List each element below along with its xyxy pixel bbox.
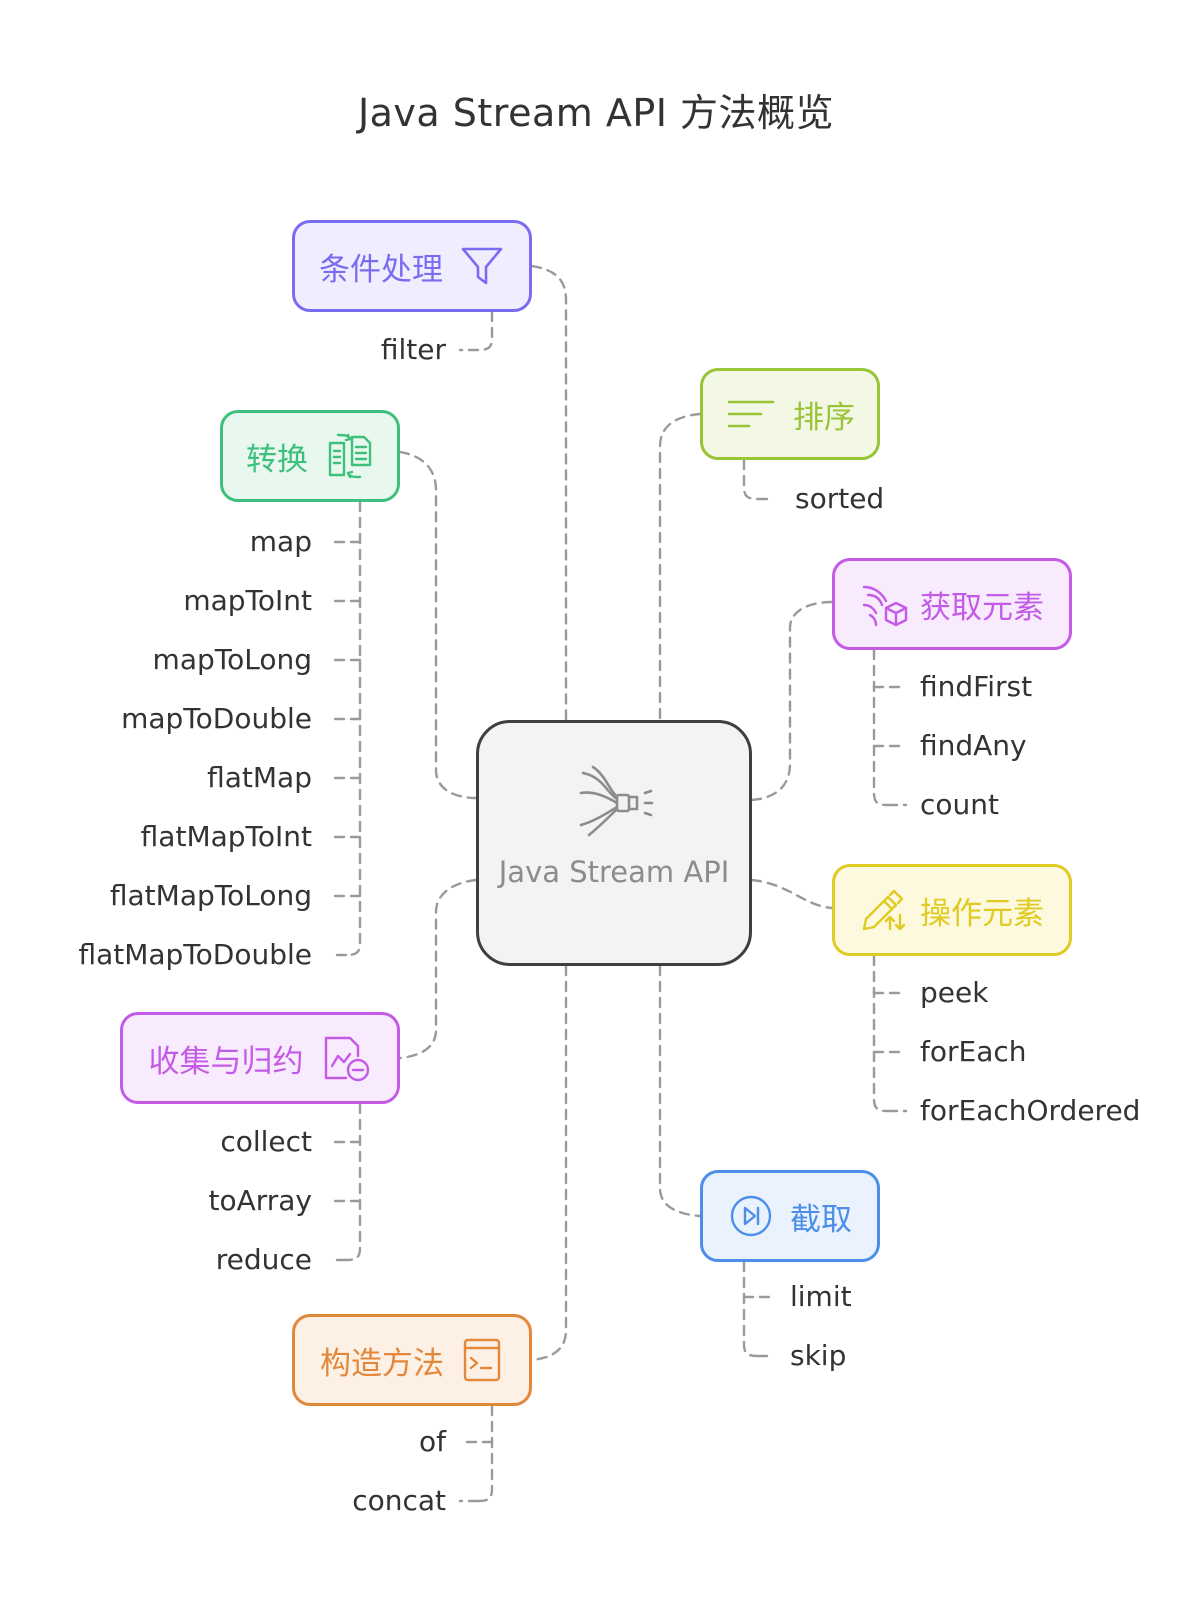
leaf-flatMapToInt: flatMapToInt (140, 820, 312, 853)
connector-filter (530, 264, 568, 722)
group-collect-label: 收集与归约 (148, 1043, 304, 1080)
leaf-sorted: sorted (795, 482, 885, 515)
group-transform-label: 转换 (246, 441, 308, 478)
filter-icon (461, 247, 503, 285)
leaf-forEachOrdered: forEachOrdered (920, 1094, 1141, 1127)
leaf-findFirst: findFirst (920, 670, 1033, 703)
group-fetch[interactable]: 获取元素 (832, 558, 1072, 650)
leaf-connector-sort-trunk (742, 458, 760, 501)
leaf-forEach: forEach (920, 1035, 1027, 1068)
convert-document-icon (328, 433, 372, 479)
leaf-connector-operate-trunk (872, 954, 890, 1113)
leaf-mapToDouble: mapToDouble (121, 702, 312, 735)
leaf-connector-collect-trunk (344, 1102, 362, 1262)
center-label-text: Java Stream API (498, 855, 730, 889)
terminal-icon (463, 1338, 501, 1382)
leaf-mapToInt: mapToInt (183, 584, 312, 617)
leaf-findAny: findAny (920, 729, 1027, 762)
leaf-connector-construct-trunk (476, 1404, 494, 1503)
group-sort-label: 排序 (793, 399, 855, 436)
leaf-flatMapToLong: flatMapToLong (109, 879, 312, 912)
group-construct-label: 构造方法 (320, 1345, 444, 1382)
connector-fetch (750, 600, 834, 802)
connector-slice (658, 964, 702, 1218)
leaf-map: map (249, 525, 312, 558)
leaf-of: of (419, 1425, 446, 1458)
group-collect[interactable]: 收集与归约 (120, 1012, 400, 1104)
center-label: Java Stream API (479, 853, 749, 891)
leaf-count: count (920, 788, 999, 821)
group-filter-label: 条件处理 (319, 251, 443, 288)
leaf-collect: collect (220, 1125, 312, 1158)
leaf-flatMap: flatMap (207, 761, 312, 794)
connector-construct (530, 964, 568, 1362)
leaf-concat: concat (352, 1484, 446, 1517)
leaf-toArray: toArray (208, 1184, 312, 1217)
pencil-arrows-icon (862, 889, 906, 931)
leaf-connector-slice-trunk (742, 1260, 760, 1358)
group-filter[interactable]: 条件处理 (292, 220, 532, 312)
diagram-title: Java Stream API 方法概览 (357, 91, 835, 135)
connector-transform (398, 450, 478, 800)
leaf-limit: limit (790, 1280, 852, 1313)
group-operate-label: 操作元素 (920, 895, 1044, 932)
leaf-reduce: reduce (215, 1243, 312, 1276)
stream-funnel-icon (579, 765, 654, 837)
connector-sort (658, 412, 702, 722)
group-operate[interactable]: 操作元素 (832, 864, 1072, 956)
wind-package-icon (862, 585, 908, 627)
leaf-connector-fetch-trunk (872, 648, 890, 807)
group-construct[interactable]: 构造方法 (292, 1314, 532, 1406)
group-slice-label: 截取 (790, 1201, 852, 1238)
group-slice[interactable]: 截取 (700, 1170, 880, 1262)
connector-operate (750, 878, 834, 910)
group-fetch-label: 获取元素 (920, 589, 1044, 626)
leaf-connector-transform-trunk (344, 500, 362, 957)
leaf-skip: skip (790, 1339, 847, 1372)
connector-collect (398, 878, 478, 1060)
leaf-filter: filter (380, 333, 446, 366)
leaf-peek: peek (920, 976, 989, 1009)
chart-minus-icon (324, 1036, 369, 1082)
skip-circle-icon (730, 1195, 772, 1237)
leaf-mapToLong: mapToLong (152, 643, 312, 676)
group-transform[interactable]: 转换 (220, 410, 400, 502)
sort-lines-icon (727, 400, 775, 428)
leaf-flatMapToDouble: flatMapToDouble (78, 938, 312, 971)
group-sort[interactable]: 排序 (700, 368, 880, 460)
leaf-connector-filter-trunk (476, 310, 494, 352)
center-node[interactable]: Java Stream API (476, 720, 752, 966)
